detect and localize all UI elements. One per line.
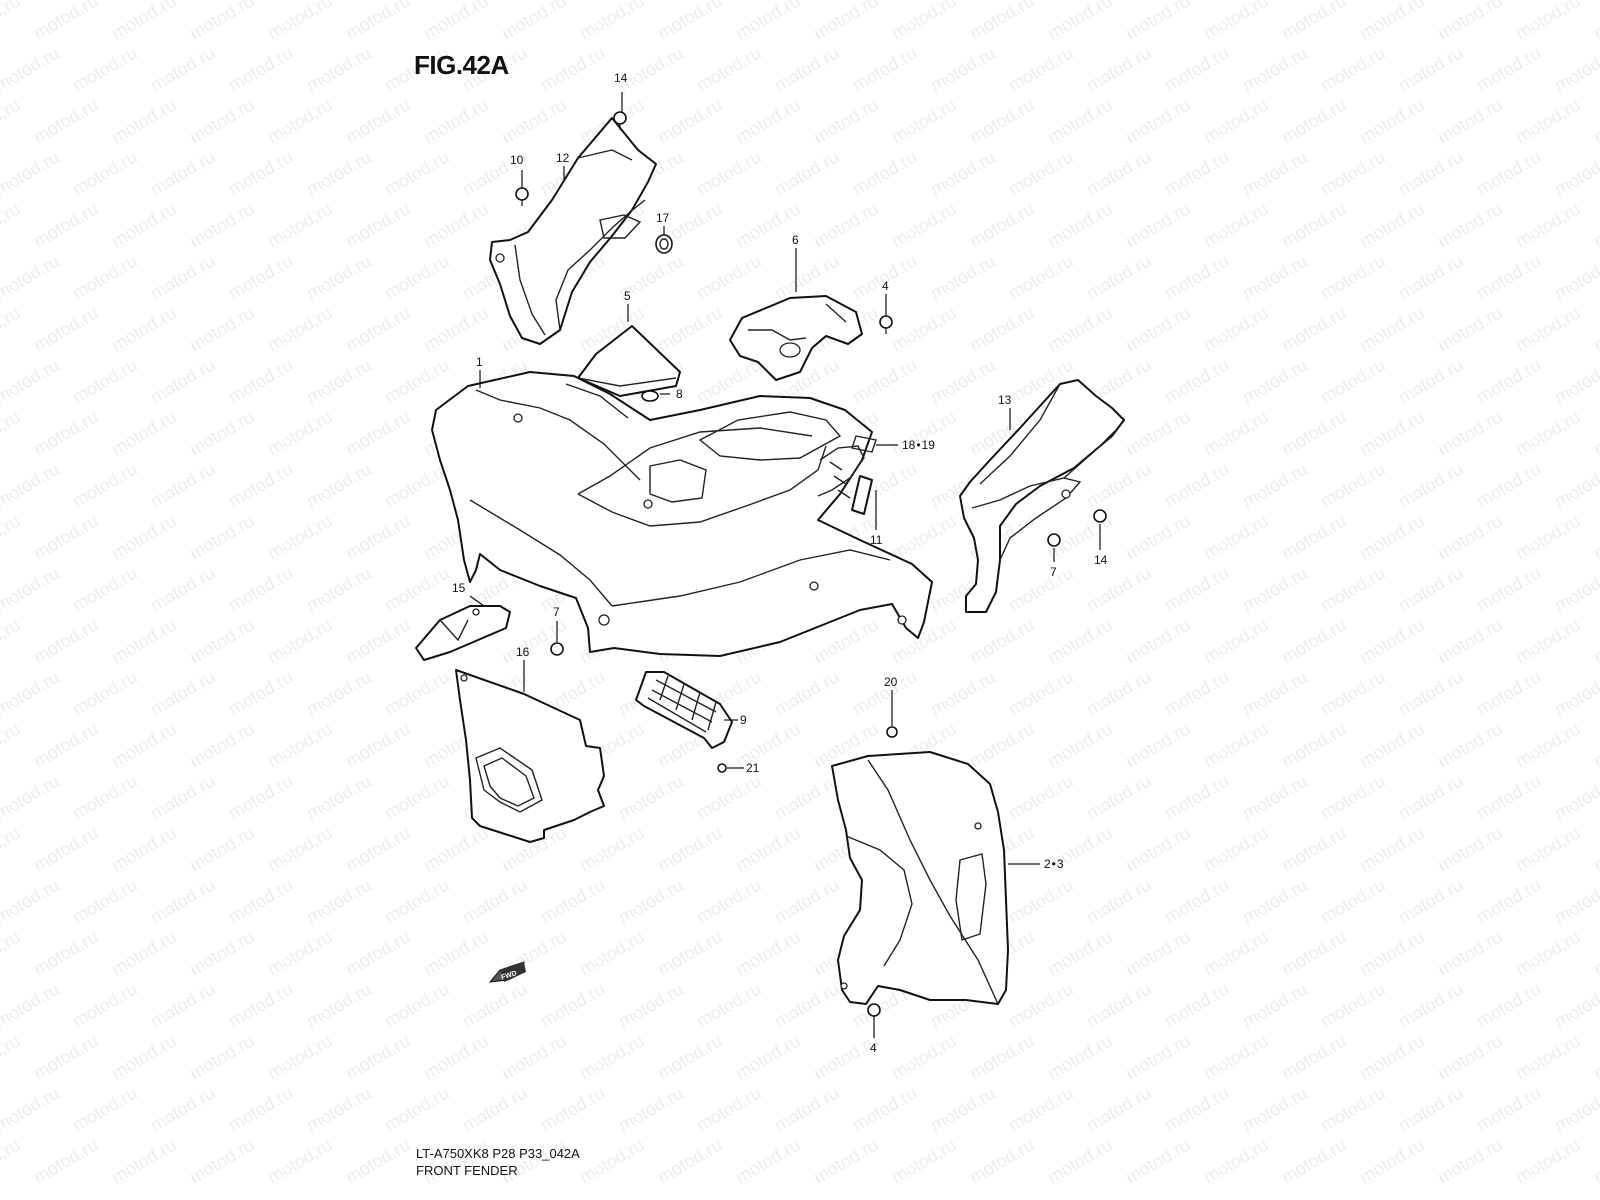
callout-9: 9 bbox=[740, 713, 747, 727]
callout-14: 14 bbox=[1094, 553, 1108, 567]
callout-18-19: 18 • 19 bbox=[902, 438, 935, 452]
callout-4: 4 bbox=[882, 279, 889, 293]
part-15-bracket[interactable] bbox=[415, 605, 511, 661]
figure-footer: LT-A750XK8 P28 P33_042A FRONT FENDER bbox=[416, 1145, 580, 1179]
part-12-left-side-panel[interactable] bbox=[489, 117, 657, 345]
callout-2-3: 2 • 3 bbox=[1044, 857, 1064, 871]
figure-title: FIG.42A bbox=[414, 50, 509, 80]
callout-6: 6 bbox=[792, 233, 799, 247]
model-code: LT-A750XK8 P28 P33_042A bbox=[416, 1146, 580, 1161]
callout-20: 20 bbox=[884, 675, 898, 689]
callout-16: 16 bbox=[516, 645, 530, 659]
part-13-right-side-panel[interactable] bbox=[959, 379, 1125, 613]
fastener-4a[interactable] bbox=[879, 315, 893, 334]
callout-labels: 14 10 12 17 5 6 4 1 8 13 18 • 19 11 7 14… bbox=[452, 71, 1108, 1055]
callout-5: 5 bbox=[624, 289, 631, 303]
callout-17: 17 bbox=[656, 211, 670, 225]
fastener-10[interactable] bbox=[515, 187, 529, 206]
part-1-front-fender[interactable] bbox=[431, 371, 933, 657]
part-2-3-mud-guard[interactable] bbox=[831, 751, 1009, 1005]
fwd-badge-text: FWD bbox=[501, 970, 518, 982]
part-16-inner-panel[interactable] bbox=[455, 669, 605, 843]
fastener-20[interactable] bbox=[886, 726, 898, 738]
part-17-grommet[interactable] bbox=[655, 234, 673, 254]
callout-1: 1 bbox=[476, 355, 483, 369]
callout-8: 8 bbox=[676, 387, 683, 401]
fastener-14b[interactable] bbox=[1093, 509, 1107, 523]
callout-13: 13 bbox=[998, 393, 1012, 407]
leader-lines bbox=[469, 92, 1101, 1038]
fastener-21[interactable] bbox=[717, 763, 727, 773]
section-name: FRONT FENDER bbox=[416, 1163, 518, 1178]
part-11-trim-strip[interactable] bbox=[851, 475, 873, 515]
part-9-grille[interactable] bbox=[635, 671, 733, 749]
callout-7: 7 bbox=[1050, 565, 1057, 579]
callout-14: 14 bbox=[614, 71, 628, 85]
callout-7: 7 bbox=[553, 605, 560, 619]
forward-direction-arrow: FWD bbox=[488, 961, 526, 983]
part-18-19-emblem[interactable] bbox=[851, 435, 877, 453]
callout-4: 4 bbox=[870, 1041, 877, 1055]
fastener-7a[interactable] bbox=[1047, 533, 1061, 547]
callout-12: 12 bbox=[556, 151, 570, 165]
callout-11: 11 bbox=[870, 533, 883, 547]
fastener-7b[interactable] bbox=[550, 642, 564, 656]
callout-15: 15 bbox=[452, 581, 466, 595]
callout-21: 21 bbox=[746, 761, 760, 775]
callout-10: 10 bbox=[510, 153, 524, 167]
part-8-cushion[interactable] bbox=[641, 390, 659, 402]
part-6-front-cover[interactable] bbox=[729, 295, 863, 381]
fastener-4b[interactable] bbox=[867, 1003, 881, 1017]
fastener-14a[interactable] bbox=[613, 111, 627, 130]
